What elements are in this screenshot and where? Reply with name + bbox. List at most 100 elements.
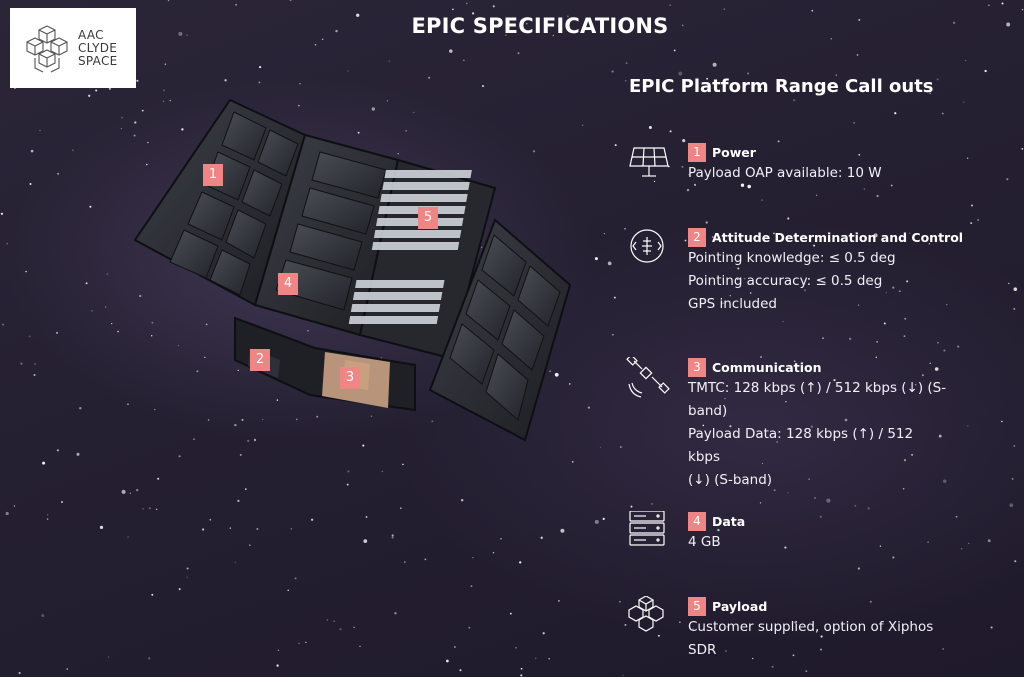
star (162, 100, 165, 103)
star (505, 18, 508, 21)
star (914, 384, 917, 386)
star (813, 244, 816, 247)
star (743, 277, 746, 280)
star (241, 418, 244, 421)
star (773, 232, 775, 235)
star (957, 345, 960, 348)
star (0, 212, 3, 215)
star (1009, 503, 1014, 508)
star (371, 107, 375, 111)
star (25, 270, 27, 273)
star (29, 182, 32, 186)
star (71, 149, 74, 152)
star (941, 112, 944, 115)
star (921, 374, 924, 377)
star (1006, 178, 1009, 181)
star (150, 335, 153, 337)
star (942, 648, 944, 650)
star (121, 489, 126, 494)
star (725, 650, 727, 652)
star (405, 130, 407, 132)
star (966, 157, 969, 159)
star (892, 286, 895, 289)
star (142, 508, 144, 510)
spec-title: Payload (712, 598, 768, 614)
star (196, 370, 199, 373)
star (305, 641, 307, 644)
star (822, 337, 824, 339)
star (356, 13, 360, 17)
star (883, 322, 886, 325)
star (95, 89, 98, 92)
callout-badge-5: 5 (418, 207, 438, 229)
star (773, 489, 776, 492)
star (1021, 8, 1024, 11)
star (402, 463, 404, 466)
star (424, 558, 427, 561)
star (505, 34, 507, 37)
star (204, 356, 206, 358)
star (927, 541, 929, 543)
star (164, 63, 167, 65)
star (611, 70, 614, 73)
star (108, 87, 111, 90)
star (167, 0, 170, 2)
star (193, 438, 195, 440)
satellite-illustration: 1 2 3 4 5 (130, 90, 590, 460)
star (397, 153, 399, 155)
star (28, 335, 31, 338)
star (276, 399, 279, 401)
spec-value: Pointing accuracy: ≤ 0.5 deg (688, 273, 883, 289)
star (678, 71, 683, 76)
star (55, 331, 59, 334)
star (681, 165, 684, 168)
star (702, 424, 705, 427)
star (34, 363, 36, 365)
spec-number-badge: 3 (688, 357, 706, 377)
star (937, 341, 939, 344)
star (759, 502, 762, 504)
star (854, 504, 857, 507)
star (876, 194, 879, 198)
star (365, 516, 368, 518)
star (127, 536, 129, 538)
logo-line-aac: AAC (78, 27, 104, 42)
star (587, 406, 591, 409)
star (294, 577, 297, 580)
star (466, 2, 468, 5)
star (79, 407, 82, 410)
star (911, 453, 914, 456)
star (515, 647, 517, 649)
star (904, 317, 907, 320)
star (139, 294, 142, 298)
star (234, 423, 237, 427)
star (247, 439, 250, 443)
spec-title: Data (712, 513, 746, 529)
star (1008, 282, 1010, 285)
star (459, 669, 462, 672)
star (679, 621, 681, 623)
star (517, 52, 520, 55)
star (724, 397, 726, 400)
star (820, 635, 823, 638)
star (787, 217, 790, 220)
star (826, 498, 831, 503)
spec-title: Communication (712, 359, 822, 375)
star (648, 126, 652, 129)
star (289, 0, 292, 2)
star (30, 149, 34, 153)
callout-badge-4: 4 (278, 273, 298, 295)
star (157, 477, 160, 480)
star (624, 79, 627, 82)
star (1001, 420, 1003, 423)
star (353, 626, 355, 629)
star (724, 521, 727, 524)
star (47, 514, 49, 516)
star (682, 139, 686, 143)
star (136, 488, 139, 492)
star (990, 626, 993, 629)
star (936, 78, 939, 81)
star (806, 365, 810, 368)
star (760, 356, 762, 358)
star (848, 337, 852, 341)
